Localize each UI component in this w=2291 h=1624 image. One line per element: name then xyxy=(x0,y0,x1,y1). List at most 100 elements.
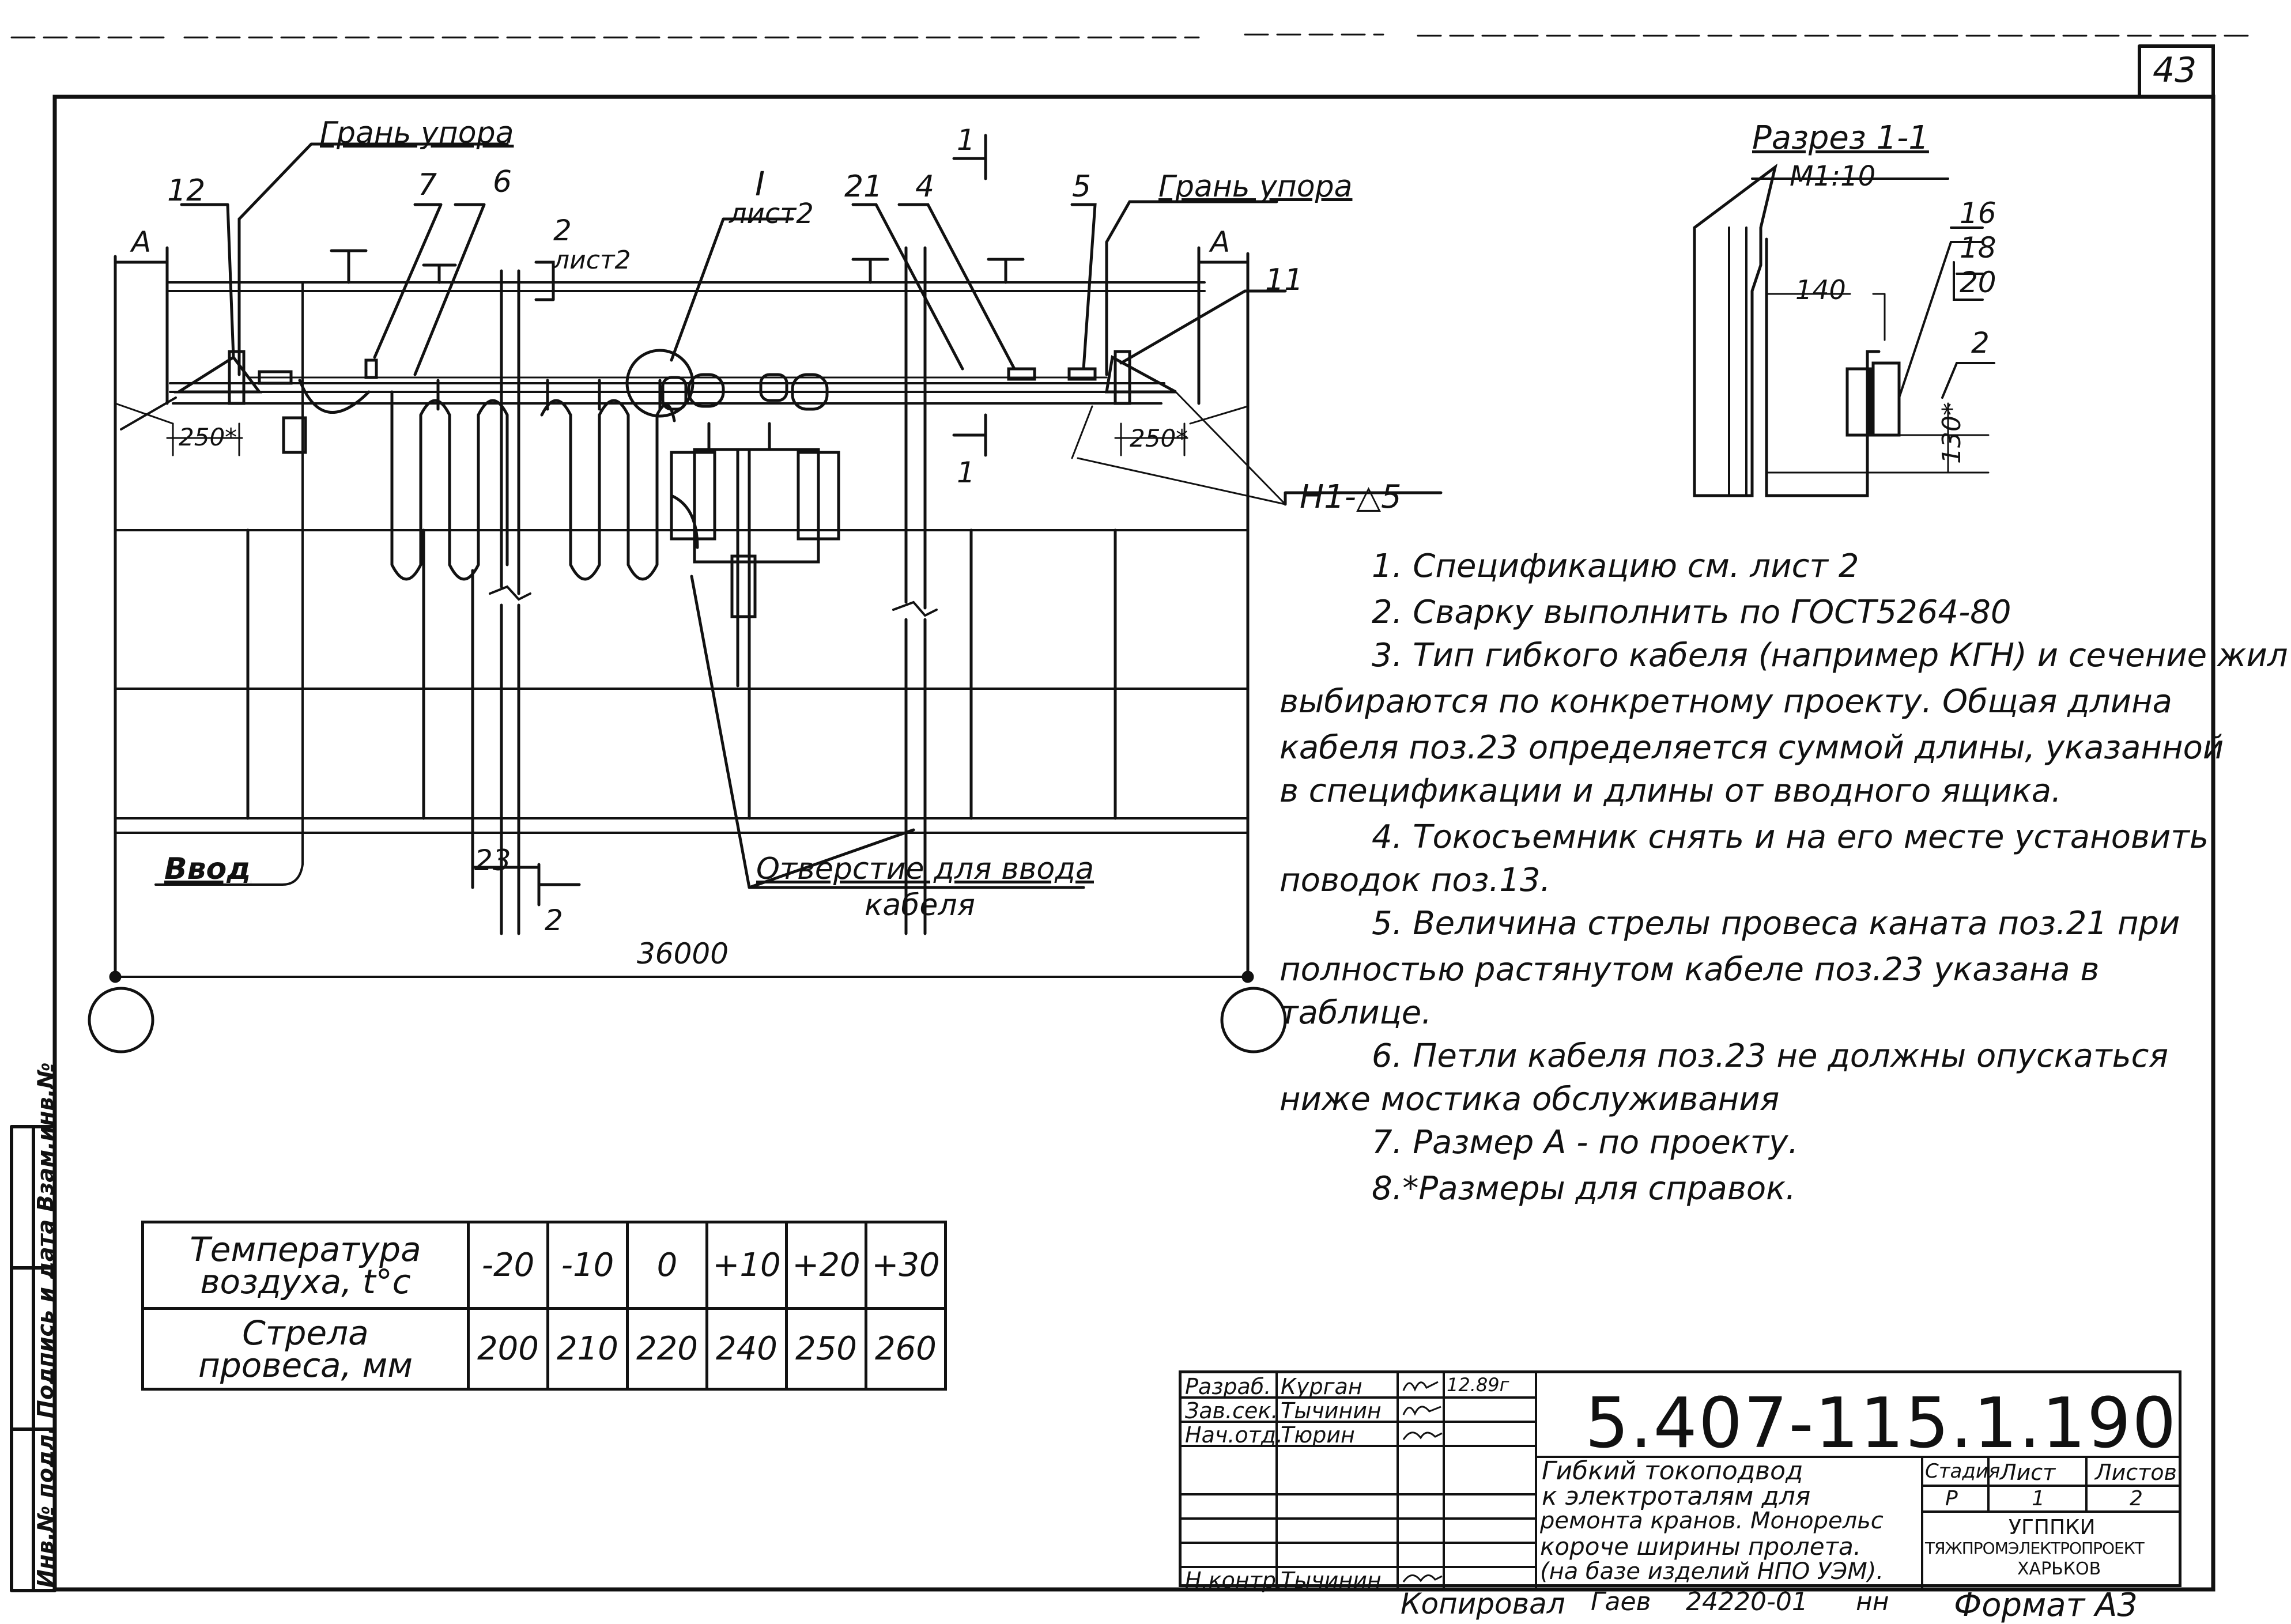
tb-org-2: ТЯЖПРОМЭЛЕКТРОПРОЕКТ xyxy=(1925,1539,2145,1558)
tb-org-1: УГППКИ xyxy=(2009,1516,2096,1539)
label-section-1-bottom: 1 xyxy=(957,456,975,489)
label-dim-a-right: А xyxy=(1210,225,1231,259)
note-6a: 6. Петли кабеля поз.23 не должны опускат… xyxy=(1372,1037,2169,1075)
table-cell: 240 xyxy=(705,1307,788,1391)
table-cell: 250 xyxy=(785,1307,867,1391)
table-header-temperature-2: воздуха, t°с xyxy=(200,1262,411,1301)
label-view-i: I xyxy=(755,164,765,203)
title-block: Разраб. Зав.сек. Нач.отд. Н.контр. Курга… xyxy=(1179,1370,2181,1591)
label-dim-250-left: 250* xyxy=(179,423,237,451)
section-title: Разрез 1-1 xyxy=(1752,119,1929,157)
tb-title-4: короче ширины пролета. xyxy=(1540,1532,1862,1561)
footer-copied: Копировал xyxy=(1401,1587,1565,1621)
signature-2 xyxy=(1402,1406,1441,1416)
signatures xyxy=(1402,1381,1443,1583)
note-8: 8.*Размеры для справок. xyxy=(1372,1170,1796,1207)
table-header-sag-1: Стрела xyxy=(242,1313,369,1353)
table-header-temperature: Температура воздуха, t°с xyxy=(141,1221,470,1310)
tb-role-1: Разраб. xyxy=(1185,1374,1271,1399)
table-cell: +10 xyxy=(705,1221,788,1310)
label-pos-12: 12 xyxy=(167,173,206,208)
tb-stage: Р xyxy=(1945,1487,1958,1510)
table-header-temperature-1: Температура xyxy=(190,1229,421,1269)
label-view-sheet: лист2 xyxy=(729,198,814,230)
tb-name-4: Тычинин xyxy=(1281,1568,1382,1593)
label-pos-7: 7 xyxy=(418,168,437,202)
note-3c: кабеля поз.23 определяется суммой длины,… xyxy=(1280,729,2224,766)
section-pos-16: 16 xyxy=(1960,197,1996,230)
table-row-temperature: Температура воздуха, t°с -20 -10 0 +10 +… xyxy=(141,1221,947,1310)
table-cell: 200 xyxy=(467,1307,549,1391)
side-stamp-lines xyxy=(10,1125,56,1592)
tb-role-3: Нач.отд. xyxy=(1185,1422,1284,1448)
footer-copied-sign: Гаев xyxy=(1591,1587,1651,1617)
tb-stage-label: Стадия xyxy=(1925,1460,2001,1483)
tb-title-5: (на базе изделий НПО УЭМ). xyxy=(1540,1558,1884,1585)
wheel-right xyxy=(1220,987,1287,1053)
tb-name-1: Курган xyxy=(1281,1374,1362,1399)
wheel-left xyxy=(88,987,154,1053)
label-pos-6: 6 xyxy=(493,165,512,199)
label-edge-right: Грань упора xyxy=(1158,169,1353,204)
tb-role-4: Н.контр. xyxy=(1185,1568,1284,1593)
footer-format: Формат А3 xyxy=(1954,1587,2138,1624)
note-5b: полностью растянутом кабеле поз.23 указа… xyxy=(1280,951,2100,988)
tb-title-3: ремонта кранов. Монорельс xyxy=(1540,1508,1884,1534)
signature-1 xyxy=(1402,1381,1439,1392)
label-edge-left: Грань упора xyxy=(320,116,514,150)
note-4b: поводок поз.13. xyxy=(1280,862,1551,899)
tb-name-3: Тюрин xyxy=(1281,1422,1355,1448)
table-cell: 210 xyxy=(546,1307,629,1391)
section-pos-20: 20 xyxy=(1960,266,1996,299)
tb-sheet-label: Лист xyxy=(2000,1460,2056,1485)
note-6b: ниже мостика обслуживания xyxy=(1280,1081,1780,1118)
top-cut-line xyxy=(10,33,2249,39)
table-cell: +30 xyxy=(865,1221,947,1310)
section-dim-130: 130* xyxy=(1937,403,1967,464)
note-2: 2. Сварку выполнить по ГОСТ5264-80 xyxy=(1372,594,2011,631)
section-dim-140: 140 xyxy=(1795,274,1846,305)
tb-title-1: Гибкий токоподвод xyxy=(1542,1456,1803,1486)
tb-org-3: ХАРЬКОВ xyxy=(2017,1559,2101,1579)
title-block-grid xyxy=(1182,1373,2181,1590)
signature-3 xyxy=(1402,1432,1443,1440)
tb-sheet: 1 xyxy=(2032,1487,2045,1510)
doc-code: 5.407-115.1.190 xyxy=(1585,1384,2177,1464)
label-entry: Ввод xyxy=(164,852,251,886)
label-hole: Отверстие для ввода xyxy=(756,852,1094,886)
tb-name-2: Тычинин xyxy=(1281,1398,1382,1423)
table-cell: 0 xyxy=(626,1221,708,1310)
tb-title-2: к электроталям для xyxy=(1542,1482,1811,1511)
table-cell: 220 xyxy=(626,1307,708,1391)
signature-4 xyxy=(1402,1574,1443,1583)
note-7: 7. Размер А - по проекту. xyxy=(1372,1124,1799,1161)
section-pos-2: 2 xyxy=(1971,326,1990,360)
label-pos-23: 23 xyxy=(474,844,511,877)
section-pos-18: 18 xyxy=(1960,231,1996,265)
note-5c: таблице. xyxy=(1280,994,1432,1032)
label-pos-21: 21 xyxy=(844,169,883,204)
label-pos-5: 5 xyxy=(1072,169,1092,204)
label-dim-a-left: А xyxy=(131,225,152,259)
label-section-2: 2 xyxy=(553,214,572,247)
label-span: 36000 xyxy=(637,937,729,970)
tb-sheets: 2 xyxy=(2130,1487,2143,1510)
table-cell: +20 xyxy=(785,1221,867,1310)
tb-role-2: Зав.сек. xyxy=(1185,1398,1278,1423)
label-dim-250-right: 250* xyxy=(1130,424,1188,452)
table-header-sag: Стрела провеса, мм xyxy=(141,1307,470,1391)
sheet-number: 43 xyxy=(2153,50,2197,90)
section-scale: М1:10 xyxy=(1790,160,1876,192)
table-cell: -10 xyxy=(546,1221,629,1310)
note-3d: в спецификации и длины от вводного ящика… xyxy=(1280,772,2062,810)
table-row-sag: Стрела провеса, мм 200 210 220 240 250 2… xyxy=(141,1307,947,1391)
note-1: 1. Спецификацию см. лист 2 xyxy=(1372,547,1859,585)
footer-order: 24220-01 xyxy=(1686,1587,1808,1617)
label-pos-11: 11 xyxy=(1265,263,1304,297)
note-3a: 3. Тип гибкого кабеля (например КГН) и с… xyxy=(1372,637,2288,674)
side-stamp-text: Инв.№ подл. Подпись и дата Взам.инв.№ xyxy=(33,1062,58,1588)
label-pos-4: 4 xyxy=(915,169,935,204)
footer-order-suffix: нн xyxy=(1856,1587,1889,1617)
table-header-sag-2: провеса, мм xyxy=(198,1345,413,1385)
